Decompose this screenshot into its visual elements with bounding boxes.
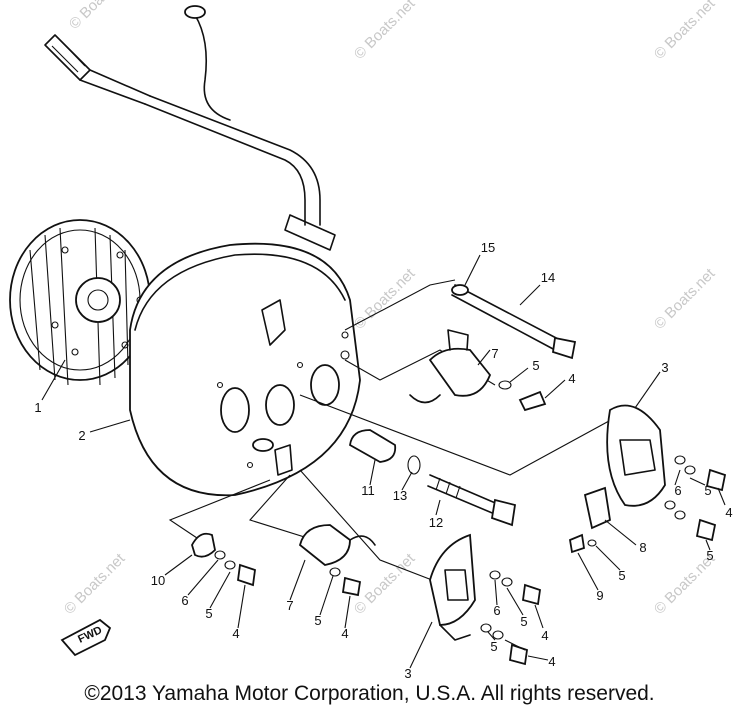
condenser-lower <box>298 524 376 597</box>
fwd-arrow-icon: FWD <box>60 618 112 657</box>
callout-3b: 3 <box>404 666 411 680</box>
callout-5d: 5 <box>618 568 625 583</box>
long-bolt <box>451 284 577 360</box>
callout-5a: 5 <box>532 358 539 373</box>
callout-5b: 5 <box>704 483 711 498</box>
callout-4c: 4 <box>232 626 239 641</box>
callout-5g: 5 <box>520 614 527 629</box>
stator-base <box>129 242 361 497</box>
callout-4f: 4 <box>541 628 548 643</box>
contact-breaker-lower <box>429 533 541 666</box>
callout-9: 9 <box>596 588 603 603</box>
callout-2: 2 <box>78 428 85 443</box>
watermark: © Boats.net <box>61 550 129 618</box>
watermark: © Boats.net <box>351 550 419 618</box>
callout-7b: 7 <box>286 598 293 613</box>
callout-4a: 4 <box>568 371 575 386</box>
contact-breaker-right <box>606 404 727 542</box>
callout-7a: 7 <box>491 346 498 361</box>
callout-6a: 6 <box>674 483 681 498</box>
watermark: © Boats.net <box>351 0 419 63</box>
callout-8: 8 <box>639 540 646 555</box>
callout-10: 10 <box>151 573 165 588</box>
callout-6b: 6 <box>181 593 188 608</box>
callout-6c: 6 <box>493 603 500 618</box>
pickup-coil <box>349 429 421 475</box>
callout-11: 11 <box>361 483 375 498</box>
watermark: © Boats.net <box>651 0 719 63</box>
exploded-parts-diagram: © Boats.net © Boats.net © Boats.net © Bo… <box>9 0 733 680</box>
callout-1: 1 <box>34 400 41 415</box>
watermark: © Boats.net <box>651 265 719 333</box>
watermark: © Boats.net <box>351 265 419 333</box>
callout-4e: 4 <box>548 654 555 669</box>
bolt-12 <box>427 474 517 527</box>
flywheel <box>9 219 151 386</box>
callout-5f: 5 <box>314 613 321 628</box>
callout-5h: 5 <box>490 639 497 654</box>
callout-numbers: 1 2 15 14 7 5 4 3 11 13 12 6 5 4 5 8 5 9… <box>34 240 732 680</box>
callout-13: 13 <box>393 488 407 503</box>
callout-3a: 3 <box>661 360 668 375</box>
bracket-8 <box>568 486 611 554</box>
copyright-notice: ©2013 Yamaha Motor Corporation, U.S.A. A… <box>84 682 655 705</box>
callout-14: 14 <box>541 270 555 285</box>
callout-4b: 4 <box>725 505 732 520</box>
callout-15: 15 <box>481 240 495 255</box>
lower-left-parts <box>191 532 256 587</box>
watermark: © Boats.net <box>66 0 134 33</box>
callout-5e: 5 <box>205 606 212 621</box>
callout-12: 12 <box>429 515 443 530</box>
callout-leaders <box>41 254 726 669</box>
callout-5c: 5 <box>706 548 713 563</box>
condenser-top <box>409 329 547 412</box>
wire-harness <box>44 5 336 251</box>
callout-4d: 4 <box>341 626 348 641</box>
